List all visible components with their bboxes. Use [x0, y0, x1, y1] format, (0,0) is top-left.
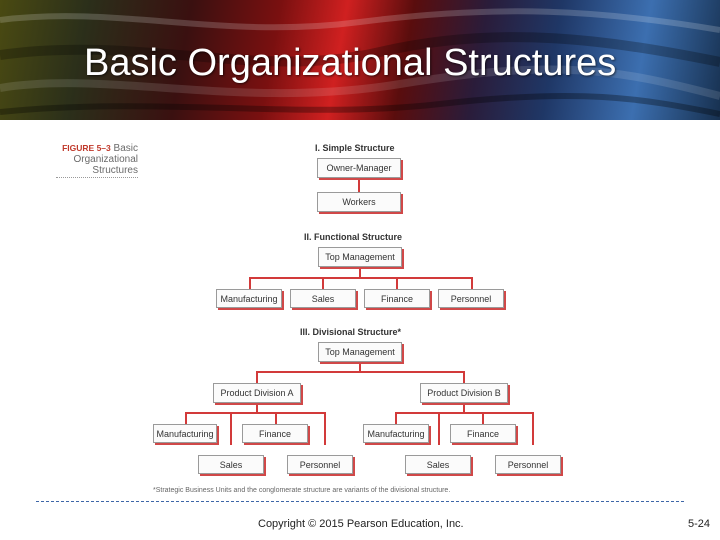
functional-dept-box: Manufacturing [216, 289, 282, 308]
title-banner: Basic Organizational Structures [0, 0, 720, 120]
owner-manager-box: Owner-Manager [317, 158, 401, 178]
copyright-text: Copyright © 2015 Pearson Education, Inc. [258, 518, 464, 530]
workers-box: Workers [317, 192, 401, 212]
division-a-drop [185, 412, 187, 424]
division-a-unit-box: Manufacturing [153, 424, 217, 443]
figure-label: FIGURE 5–3 Basic Organizational Structur… [56, 143, 138, 176]
figure-number: FIGURE 5–3 [62, 143, 111, 153]
product-division-a-box: Product Division A [213, 383, 301, 403]
functional-structure-heading: II. Functional Structure [304, 232, 402, 242]
simple-structure-heading: I. Simple Structure [315, 143, 395, 153]
divisional-bus [256, 371, 465, 373]
figure-caption-line2: Organizational [74, 154, 138, 165]
footer-rule [36, 501, 684, 502]
division-a-left-rail [230, 412, 232, 445]
divisional-structure-heading: III. Divisional Structure* [300, 327, 401, 337]
functional-dept-box: Personnel [438, 289, 504, 308]
figure-footnote: *Strategic Business Units and the conglo… [153, 487, 450, 494]
division-b-drop [482, 412, 484, 424]
division-b-unit-box: Manufacturing [363, 424, 429, 443]
functional-dept-box: Sales [290, 289, 356, 308]
page-number: 5-24 [688, 518, 710, 530]
functional-bus [249, 277, 473, 279]
division-a-unit-box: Sales [198, 455, 264, 474]
division-b-bus [395, 412, 534, 414]
divisional-drop [256, 371, 258, 383]
slide-title: Basic Organizational Structures [84, 42, 616, 85]
division-b-left-rail [438, 412, 440, 445]
simple-connector [358, 180, 360, 192]
division-b-right-rail [532, 412, 534, 445]
division-a-bus [185, 412, 326, 414]
division-a-unit-box: Finance [242, 424, 308, 443]
figure-label-rule [56, 177, 138, 178]
figure-caption-line3: Structures [92, 165, 138, 176]
product-division-b-box: Product Division B [420, 383, 508, 403]
functional-drop [322, 277, 324, 289]
divisional-drop [463, 371, 465, 383]
functional-top-management-box: Top Management [318, 247, 402, 267]
functional-drop [396, 277, 398, 289]
division-a-right-rail [324, 412, 326, 445]
divisional-top-management-box: Top Management [318, 342, 402, 362]
division-a-unit-box: Personnel [287, 455, 353, 474]
division-b-unit-box: Sales [405, 455, 471, 474]
figure-caption-line1: Basic [114, 143, 138, 154]
functional-drop [471, 277, 473, 289]
division-b-unit-box: Personnel [495, 455, 561, 474]
functional-drop [249, 277, 251, 289]
division-b-drop [395, 412, 397, 424]
division-b-unit-box: Finance [450, 424, 516, 443]
functional-dept-box: Finance [364, 289, 430, 308]
division-a-drop [275, 412, 277, 424]
